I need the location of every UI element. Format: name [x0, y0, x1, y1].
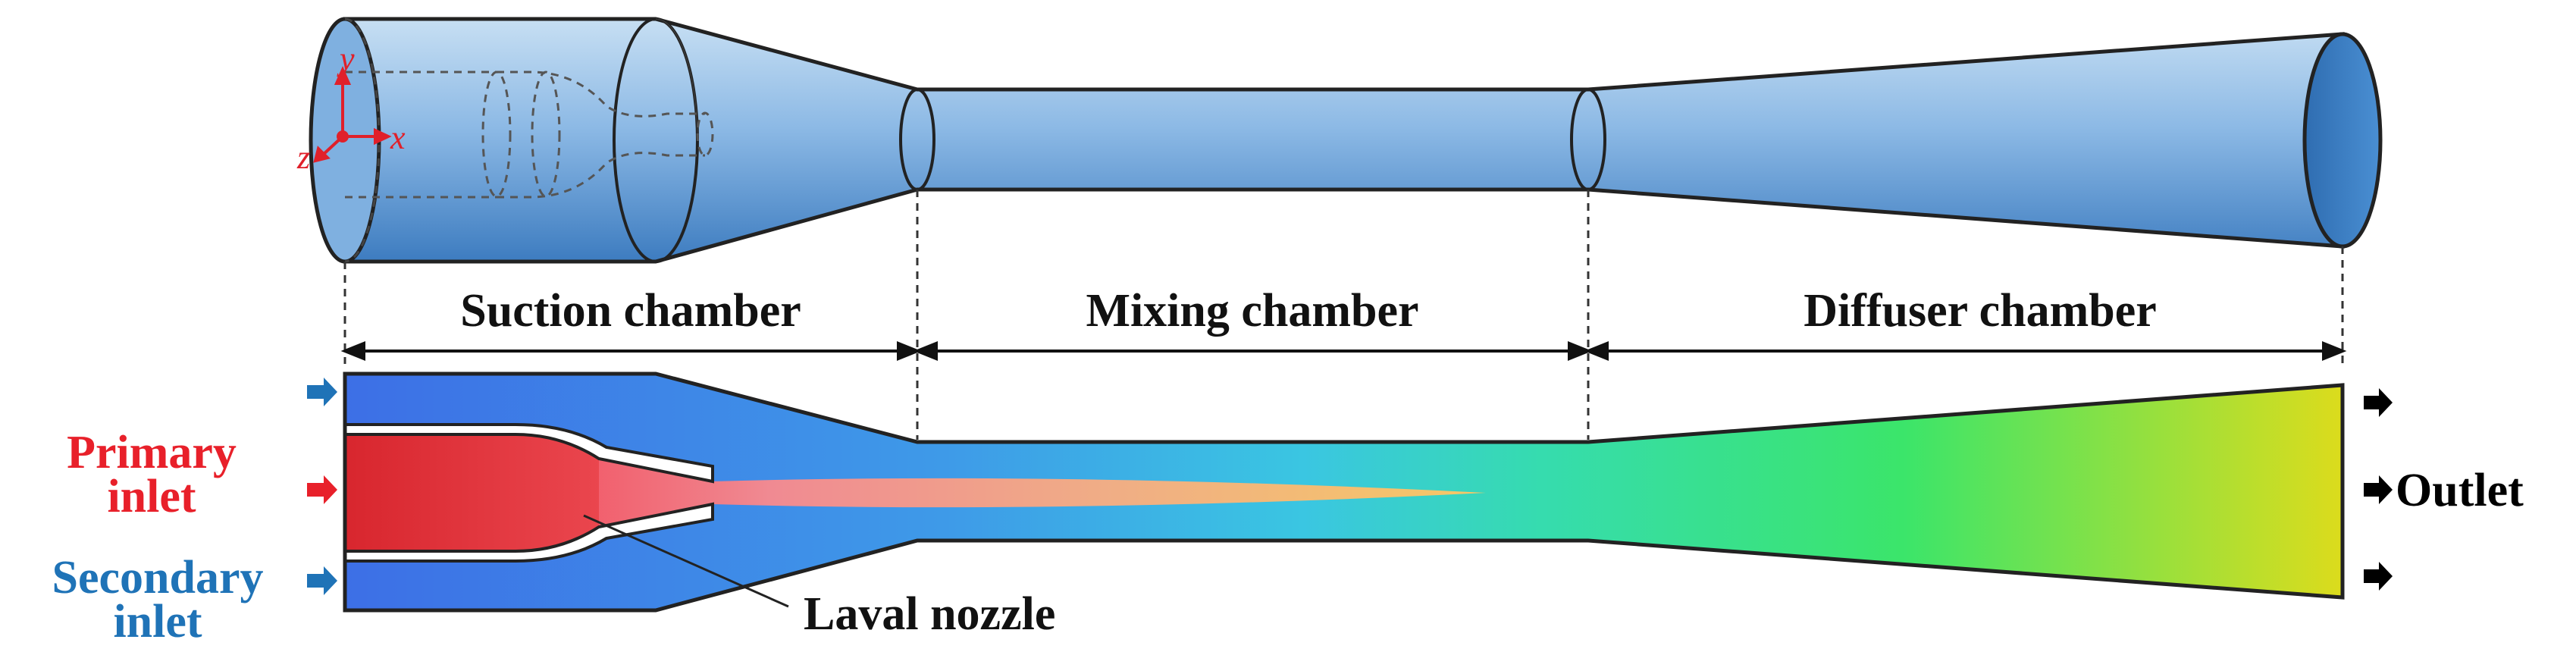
outlet-end-face [2302, 32, 2383, 249]
outlet-label: Outlet [2396, 465, 2524, 516]
xyz-axes-icon [313, 66, 392, 163]
inlet-arrows [307, 378, 337, 595]
right-arrow-icon [2364, 475, 2393, 504]
axis-z-label: z [296, 139, 310, 176]
primary-jet [599, 459, 1486, 527]
nozzle-wall-upper [343, 423, 714, 484]
outlet-arrows [2364, 388, 2393, 591]
ejector-3d-model: y x z [296, 17, 2383, 264]
right-arrow-icon [2364, 388, 2393, 417]
laval-nozzle-label: Laval nozzle [804, 588, 1055, 640]
secondary-inlet-label-1: Secondary [52, 552, 264, 603]
section-label-suction: Suction chamber [460, 285, 801, 337]
secondary-inlet-label-2: inlet [113, 596, 202, 647]
right-arrow-icon [307, 566, 337, 595]
ejector-3d-body [343, 17, 2345, 264]
right-arrow-icon [307, 378, 337, 406]
right-arrow-icon [2364, 562, 2393, 591]
axis-y-label: y [337, 40, 355, 77]
inner-nozzle-outline [345, 71, 714, 199]
nozzle-callout-line [583, 514, 789, 608]
primary-inlet-label-2: inlet [107, 471, 196, 522]
axis-x-label: x [390, 119, 406, 156]
right-arrow-icon [307, 475, 337, 504]
primary-inlet-label-1: Primary [67, 427, 237, 478]
nozzle-wall-lower [343, 502, 714, 563]
dimension-arrows [340, 341, 2347, 361]
ejector-cross-section [343, 371, 2345, 613]
section-label-mixing: Mixing chamber [1086, 285, 1418, 337]
section-guides [343, 190, 2344, 440]
section-label-diffuser: Diffuser chamber [1804, 285, 2156, 337]
